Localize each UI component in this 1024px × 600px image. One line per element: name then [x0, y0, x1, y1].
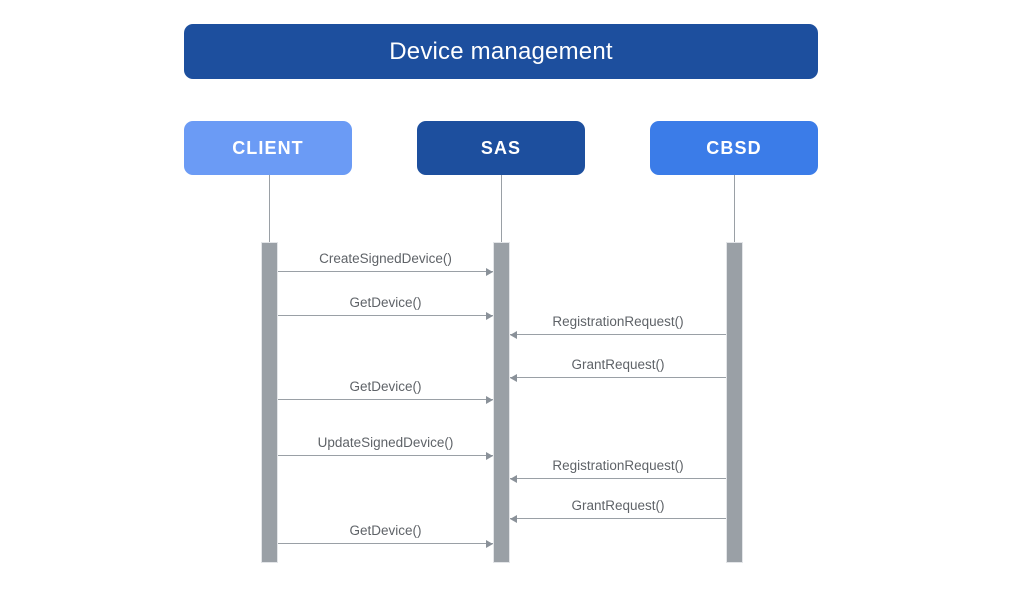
message-arrow[interactable]: RegistrationRequest(): [510, 314, 726, 339]
message-label: UpdateSignedDevice(): [317, 435, 454, 450]
message-arrow[interactable]: GetDevice(): [278, 379, 493, 404]
activation-bar-cbsd: [726, 242, 743, 563]
arrow-head-icon: [510, 514, 517, 523]
message-line: [510, 478, 726, 479]
page-title: Device management: [389, 37, 613, 65]
participant-label-client: CLIENT: [232, 137, 304, 158]
arrow-head-icon: [510, 474, 517, 483]
participant-box-cbsd[interactable]: CBSD: [650, 121, 818, 175]
message-line: [510, 377, 726, 378]
message-label: RegistrationRequest(): [552, 458, 684, 473]
message-label: GetDevice(): [349, 523, 422, 538]
message-arrow[interactable]: GetDevice(): [278, 523, 493, 548]
message-label: RegistrationRequest(): [552, 314, 684, 329]
message-label: CreateSignedDevice(): [319, 251, 452, 266]
lifeline-sas: [501, 175, 502, 242]
arrow-head-icon: [486, 395, 493, 404]
arrow-head-icon: [486, 451, 493, 460]
diagram-title-banner: Device management: [184, 24, 818, 79]
message-line: [278, 315, 493, 316]
arrow-head-icon: [486, 539, 493, 548]
message-arrow[interactable]: GrantRequest(): [510, 498, 726, 523]
message-line: [510, 518, 726, 519]
arrow-head-icon: [510, 330, 517, 339]
message-label: GrantRequest(): [571, 357, 665, 372]
participant-label-cbsd: CBSD: [706, 137, 762, 158]
message-label: GrantRequest(): [571, 498, 665, 513]
message-line: [278, 399, 493, 400]
message-label: GetDevice(): [349, 379, 422, 394]
message-line: [278, 543, 493, 544]
activation-bar-sas: [493, 242, 510, 563]
arrow-head-icon: [510, 373, 517, 382]
message-arrow[interactable]: RegistrationRequest(): [510, 458, 726, 483]
participant-box-sas[interactable]: SAS: [417, 121, 585, 175]
lifeline-cbsd: [734, 175, 735, 242]
arrow-head-icon: [486, 311, 493, 320]
message-line: [278, 271, 493, 272]
message-arrow[interactable]: GetDevice(): [278, 295, 493, 320]
arrow-head-icon: [486, 267, 493, 276]
message-line: [278, 455, 493, 456]
message-arrow[interactable]: UpdateSignedDevice(): [278, 435, 493, 460]
activation-bar-client: [261, 242, 278, 563]
participant-box-client[interactable]: CLIENT: [184, 121, 352, 175]
message-arrow[interactable]: CreateSignedDevice(): [278, 251, 493, 276]
message-arrow[interactable]: GrantRequest(): [510, 357, 726, 382]
lifeline-client: [269, 175, 270, 242]
message-label: GetDevice(): [349, 295, 422, 310]
participant-label-sas: SAS: [480, 137, 522, 158]
message-line: [510, 334, 726, 335]
